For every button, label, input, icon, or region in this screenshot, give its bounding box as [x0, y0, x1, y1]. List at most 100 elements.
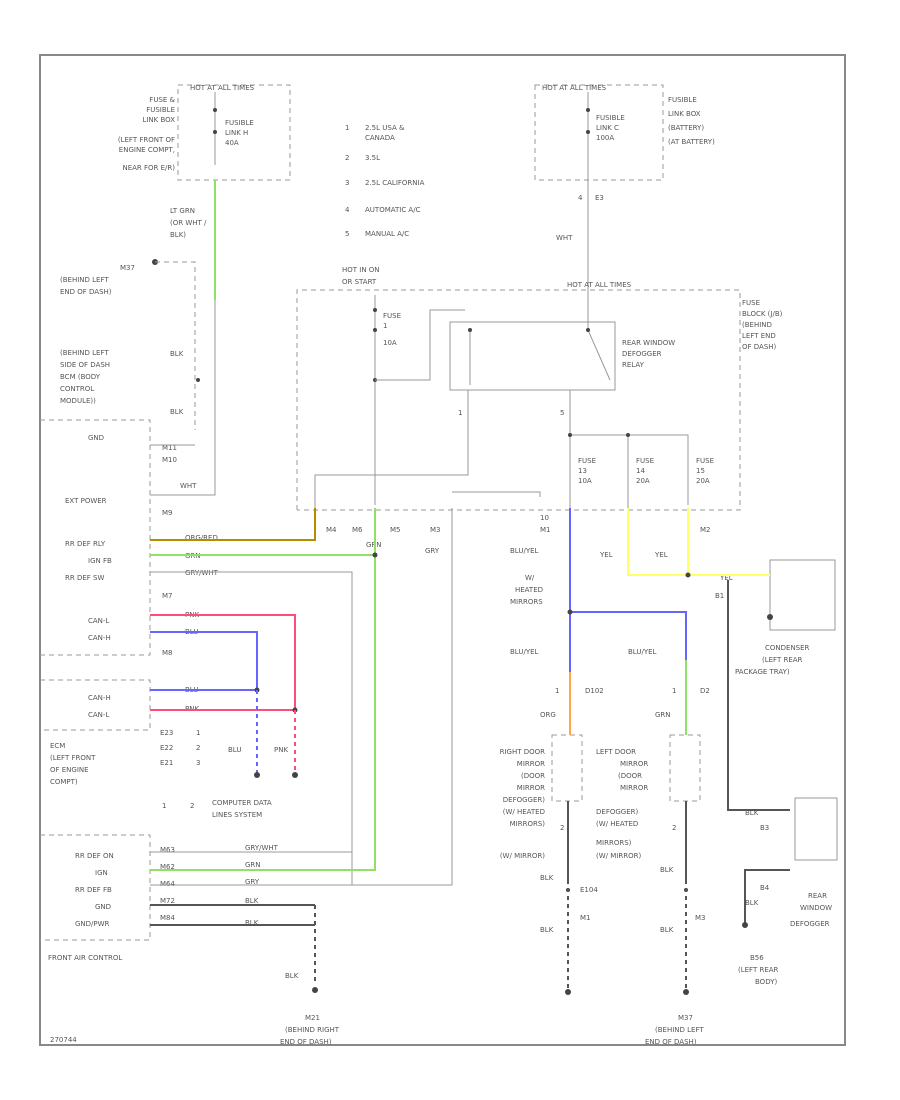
mir-pin-1b: 1: [672, 687, 676, 695]
defog-conn-b3: B3: [760, 824, 769, 832]
can-h-label: CAN-H: [88, 634, 111, 642]
rear-defogger-3: DEFOGGER: [790, 920, 830, 928]
fuse-14-b: 14: [636, 467, 645, 475]
hot-ign-title: HOT IN ON: [342, 266, 380, 274]
bcm-conn-m10: M10: [162, 456, 177, 464]
fusible-box-4: (AT BATTERY): [668, 138, 715, 146]
fuse-link-box-left: HOT AT ALL TIMES FUSE & FUSIBLE LINK BOX…: [118, 84, 291, 181]
wire-org-red: [150, 508, 316, 541]
left-mirror-7: MIRRORS): [596, 839, 632, 847]
ecm-line-4: COMPT): [50, 778, 78, 786]
ext-power-label: EXT POWER: [65, 497, 107, 505]
jb-conn-m3: M3: [430, 526, 441, 534]
pin-4-label: 4: [578, 194, 583, 202]
fuse-block-2: BLOCK (J/B): [742, 310, 783, 318]
fusible-h-3: 40A: [225, 139, 239, 147]
fuse-block-4: LEFT END: [742, 332, 776, 340]
wire-yel: [627, 508, 770, 576]
page-id: 270744: [50, 1036, 77, 1044]
left-mirror-3: (DOOR: [618, 772, 642, 780]
rr-def-sw-label: RR DEF SW: [65, 574, 104, 582]
lt-grn-2: (OR WHT /: [170, 219, 207, 227]
rr-def-fb-label: RR DEF FB: [75, 886, 112, 894]
jb-pin-10b: 10: [540, 514, 549, 522]
gnd-label: GND: [88, 434, 104, 442]
notes-list: 1 2.5L USA & CANADA 2 3.5L 3 2.5L CALIFO…: [345, 124, 425, 238]
hot-left-line-6: NEAR FOR E/R): [122, 164, 175, 172]
left-mirror-4: MIRROR: [620, 784, 648, 792]
left-mirror-5: DEFOGGER): [596, 808, 638, 816]
pnk-label-3: PNK: [274, 746, 288, 754]
kicker-1: 1: [162, 802, 166, 810]
lt-grn-3: BLK): [170, 231, 186, 239]
fuse-block-3: (BEHIND: [742, 321, 772, 329]
right-mirror-5: DEFOGGER): [503, 796, 545, 804]
mir-conn-d102: D102: [585, 687, 604, 695]
note-3-text: 2.5L CALIFORNIA: [365, 179, 425, 187]
blu-yel-1: BLU/YEL: [510, 547, 539, 555]
m21-1: M21: [305, 1014, 320, 1022]
mir-conn-e104: E104: [580, 886, 598, 894]
m21-2: (BEHIND RIGHT: [285, 1026, 340, 1034]
bcm-conn-m9: M9: [162, 509, 173, 517]
right-mirror-7: MIRRORS): [510, 820, 546, 828]
fusible-box-2: LINK BOX: [668, 110, 701, 118]
ecm-line-3: OF ENGINE: [50, 766, 89, 774]
jb-conn-m5: M5: [390, 526, 401, 534]
ecm-conn-e23: E23: [160, 729, 173, 737]
can-l-ecm: CAN-L: [88, 711, 109, 719]
wire-blu-yel-left: [570, 611, 687, 660]
jb-conn-m1: M1: [540, 526, 551, 534]
b56-3: BODY): [755, 978, 777, 986]
bcm-conn-m11: M11: [162, 444, 177, 452]
gry-wht-label-1: GRY/WHT: [185, 569, 219, 577]
condenser-2: (LEFT REAR: [762, 656, 803, 664]
right-mirror-2: MIRROR: [517, 760, 545, 768]
fuse-link-box-right: HOT AT ALL TIMES FUSIBLE LINK C 100A FUS…: [534, 84, 715, 318]
bcm-line-5: MODULE)): [60, 397, 96, 405]
note-1-b: CANADA: [365, 134, 395, 142]
mirror-pin-2b: 2: [672, 824, 676, 832]
relay-pin-5: 5: [560, 409, 564, 417]
fuse-1-label-a: FUSE: [383, 312, 401, 320]
fuse-1-label-c: 10A: [383, 339, 397, 347]
cond-pin-b1: B1: [715, 592, 724, 600]
jb-conn-m4: M4: [326, 526, 337, 534]
fusible-c-1: FUSIBLE: [596, 114, 625, 122]
relay-pin-1: 1: [458, 409, 462, 417]
grn-label-jb: GRN: [366, 541, 382, 549]
condenser-box: [769, 559, 836, 631]
heated-2: HEATED: [515, 586, 543, 594]
note-4-text: AUTOMATIC A/C: [365, 206, 421, 214]
rear-defogger-region: CONDENSER (LEFT REAR PACKAGE TRAY) B1 BL…: [715, 559, 838, 986]
relay-line-1: REAR WINDOW: [622, 339, 675, 347]
ecm-pin-1: 1: [196, 729, 200, 737]
bcm-line-1: (BEHIND LEFT: [60, 349, 109, 357]
defogger-relay-box: [449, 321, 616, 391]
fuse-14-c: 20A: [636, 477, 650, 485]
rear-defogger-1: REAR: [808, 892, 827, 900]
blk-fac-1: BLK: [245, 897, 259, 905]
can-l-label: CAN-L: [88, 617, 109, 625]
hot-left-title: HOT AT ALL TIMES: [190, 84, 255, 92]
m37-bottom-2: (BEHIND LEFT: [655, 1026, 704, 1034]
hot-left-line-5: ENGINE COMPT,: [119, 146, 175, 154]
fuse-13-c: 10A: [578, 477, 592, 485]
right-mirror-1: RIGHT DOOR: [500, 748, 546, 756]
fusible-box-3: (BATTERY): [668, 124, 704, 132]
wire-blue: [150, 631, 258, 691]
defog-conn-b4: B4: [760, 884, 770, 892]
hot-at-all-times-jb: HOT AT ALL TIMES: [567, 281, 632, 289]
wht-label: WHT: [556, 234, 573, 242]
blk-mirror-r: BLK: [540, 874, 554, 882]
ecm-line-2: (LEFT FRONT: [50, 754, 96, 762]
colored-wires: [150, 180, 770, 871]
mir-conn-m3: M3: [695, 914, 706, 922]
blu-label-3: BLU: [228, 746, 241, 754]
heated-3: MIRRORS: [510, 598, 543, 606]
left-mirror-6: (W/ HEATED: [596, 820, 638, 828]
blk-mirror-l: BLK: [660, 866, 674, 874]
note-5-text: MANUAL A/C: [365, 230, 409, 238]
right-mirror-3: (DOOR: [521, 772, 545, 780]
